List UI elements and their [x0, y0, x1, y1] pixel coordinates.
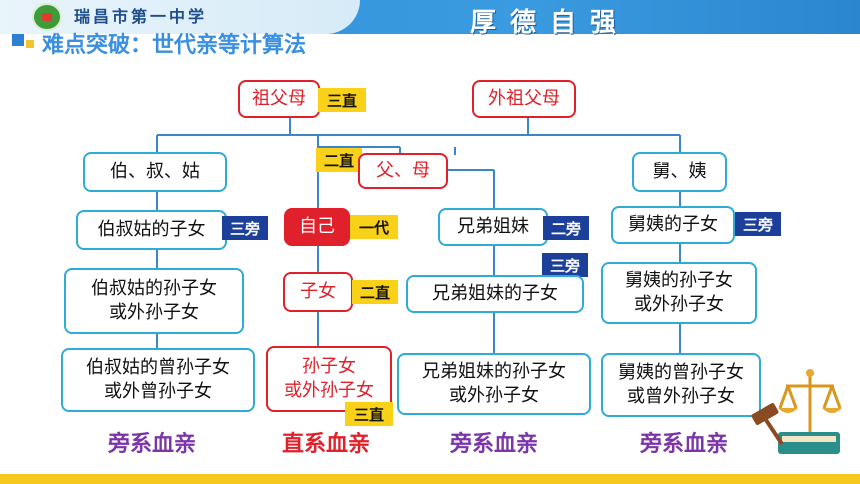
node-siblings-grandchildren: 兄弟姐妹的孙子女 或外孙子女 [397, 353, 591, 415]
node-children: 子女 [283, 272, 353, 312]
node-siblings: 兄弟姐妹 [438, 208, 548, 246]
law-book-icon [778, 432, 840, 454]
node-maternal-uncles-aunts: 舅、姨 [632, 152, 727, 192]
node-siblings-children: 兄弟姐妹的子女 [406, 275, 584, 313]
node-paternal-cousins: 伯叔姑的子女 [76, 210, 227, 250]
bottom-accent-strip [0, 474, 860, 484]
node-paternal-uncles-aunts: 伯、叔、姑 [83, 152, 227, 192]
node-parents: 父、母 [358, 153, 448, 189]
title-marker [12, 34, 24, 46]
node-grandchildren: 孙子女 或外孙子女 [266, 346, 392, 412]
category-label-collateral: 旁系血亲 [450, 432, 539, 457]
tag-paternal-cousins: 三旁 [222, 216, 268, 240]
node-maternal-cousins: 舅姨的子女 [611, 206, 735, 244]
scales-of-justice-icon [751, 369, 842, 454]
title-marker-accent [26, 40, 34, 48]
node-paternal-cousins-children: 伯叔姑的孙子女 或外孙子女 [64, 268, 244, 334]
category-label-lineal: 直系血亲 [282, 432, 371, 457]
slide-title: 难点突破：世代亲等计算法 [42, 33, 307, 58]
node-self: 自己 [284, 208, 350, 246]
tag-siblings: 二旁 [543, 216, 589, 240]
school-motto: 厚德自强 [470, 8, 631, 38]
tag-children: 二直 [352, 280, 398, 304]
tag-self: 一代 [350, 215, 398, 239]
node-maternal-great-grandchildren: 舅姨的曾孙子女 或曾外孙子女 [601, 353, 761, 417]
tag-siblings-children: 三旁 [542, 253, 588, 277]
school-name: 瑞昌市第一中学 [74, 7, 208, 26]
tag-maternal-cousins: 三旁 [735, 212, 781, 236]
tag-grandchildren: 三直 [345, 402, 393, 426]
tag-parents: 二直 [316, 148, 362, 172]
category-label-collateral: 旁系血亲 [640, 432, 729, 457]
tag-grandparents: 三直 [318, 88, 366, 112]
category-label-collateral: 旁系血亲 [108, 432, 197, 457]
gavel-icon [751, 403, 784, 446]
node-paternal-great-grandchildren: 伯叔姑的曾孙子女 或外曾孙子女 [61, 348, 255, 412]
node-maternal-grandparents: 外祖父母 [472, 80, 576, 118]
school-emblem-icon [32, 3, 62, 31]
node-maternal-cousins-children: 舅姨的孙子女 或外孙子女 [601, 262, 757, 324]
node-grandparents: 祖父母 [238, 80, 320, 118]
